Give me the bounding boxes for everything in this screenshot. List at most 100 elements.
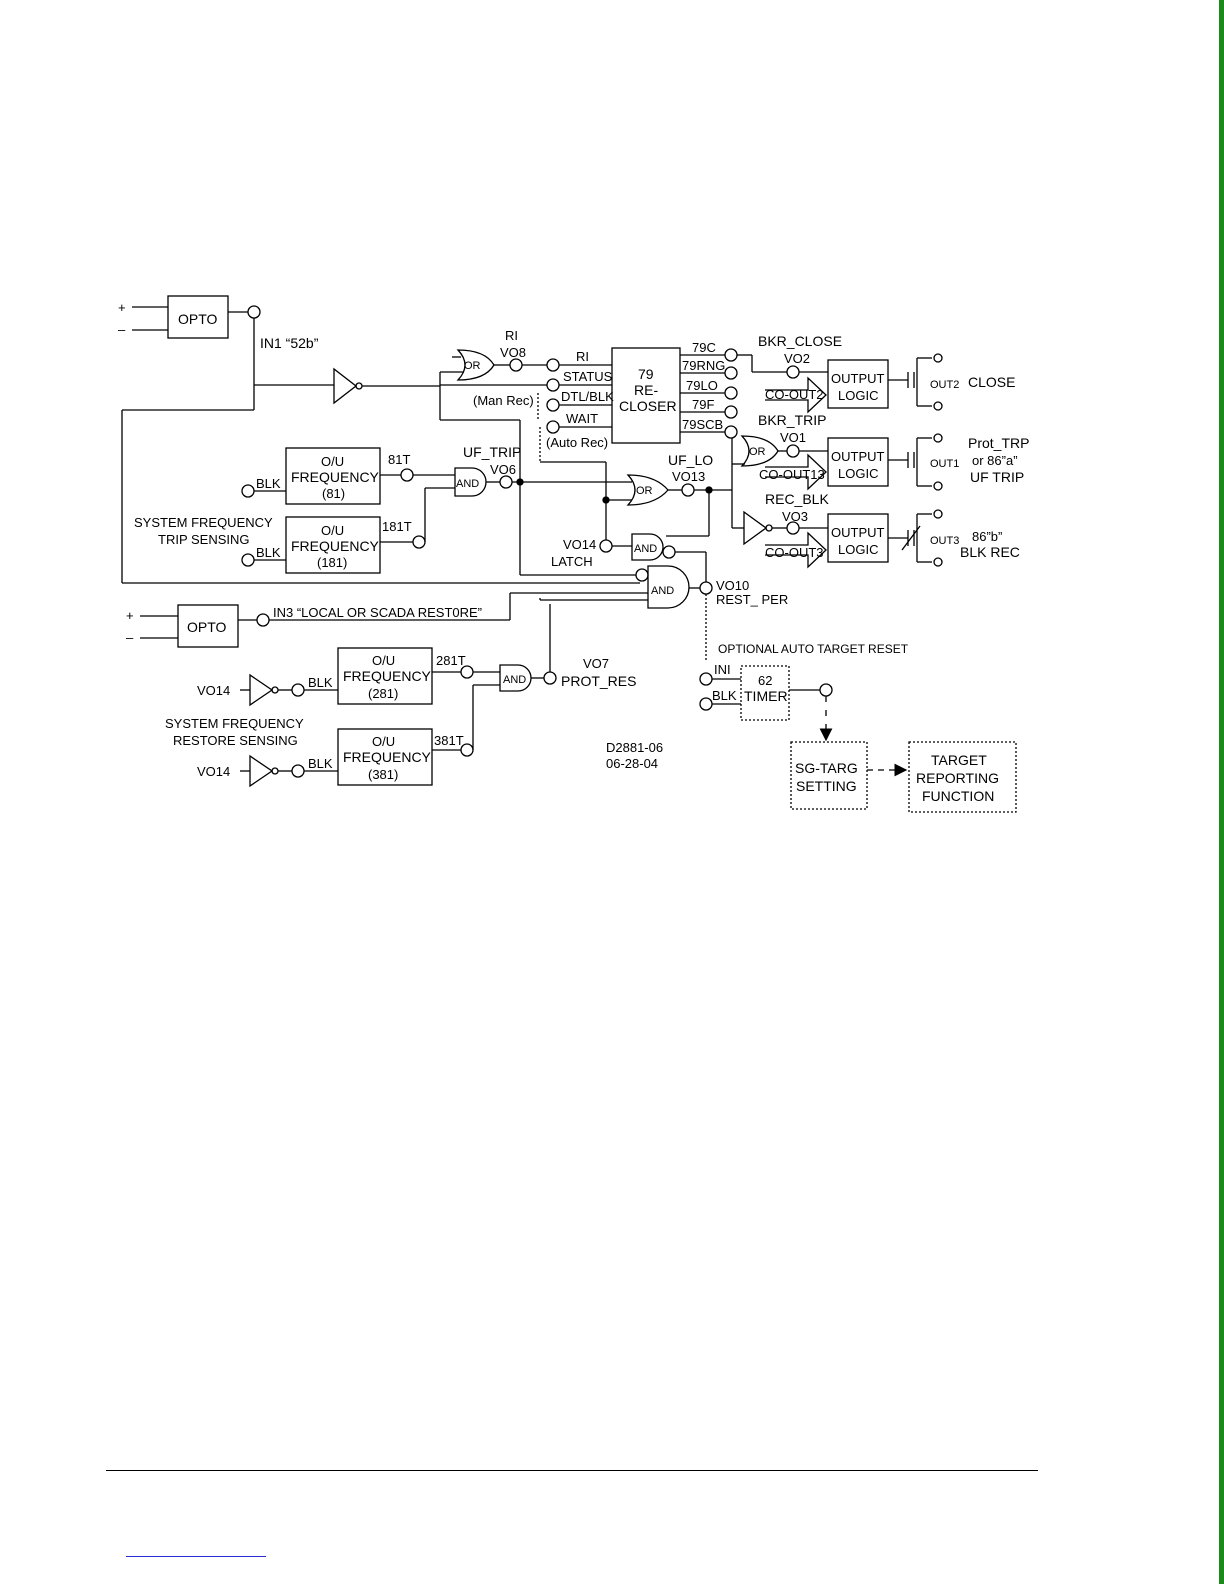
latch-label: LATCH <box>551 554 593 569</box>
recloser-input-dtl: DTL/BLK <box>561 389 614 404</box>
recloser-title-3: CLOSER <box>619 398 677 414</box>
vo7-label: VO7 <box>583 656 609 671</box>
or-gate-bkr-trip-label: OR <box>749 446 766 458</box>
or-gate-uf-lo <box>626 474 669 506</box>
in3-label: IN3 “LOCAL OR SCADA REST0RE” <box>273 605 482 620</box>
sg-targ-setting-block <box>790 741 868 810</box>
blk-381: BLK <box>308 756 333 771</box>
or-gate-label: OR <box>464 360 481 372</box>
co-out2-label: CO-OUT2 <box>765 387 824 402</box>
output-logic-3-line2: LOGIC <box>838 542 878 557</box>
restore-sensing-line1: SYSTEM FREQUENCY <box>165 716 304 731</box>
in1-terminal <box>247 305 261 319</box>
trip-sensing-line1: SYSTEM FREQUENCY <box>134 515 273 530</box>
prot-trip-line1: Prot_TRP <box>968 435 1029 451</box>
t381-label: 381T <box>434 733 464 748</box>
ini-label: INI <box>714 662 731 677</box>
bkr-trip-label: BKR_TRIP <box>758 412 826 428</box>
opto-block-in3 <box>177 604 239 648</box>
prot-trip-line2: or 86”a” <box>972 453 1018 468</box>
vo8-label: VO8 <box>500 345 526 360</box>
auto-rec-label: (Auto Rec) <box>546 435 608 450</box>
recloser-input-ri: RI <box>576 349 589 364</box>
or-gate-bkr-trip <box>740 435 779 467</box>
timer-line1: 62 <box>758 673 772 688</box>
blk-rec-line1: 86”b” <box>972 529 1002 544</box>
and-gate-latch-label: AND <box>634 543 657 555</box>
vo10-label: VO10 <box>716 578 749 593</box>
vo6-label: VO6 <box>490 462 516 477</box>
frequency-181-block <box>285 516 381 574</box>
and-gate-rest-per-label: AND <box>651 585 674 597</box>
freq-81-line2: FREQUENCY <box>291 469 380 485</box>
recloser-input-status: STATUS <box>563 369 613 384</box>
out1-label: OUT1 <box>930 458 959 470</box>
out2-label: OUT2 <box>930 379 959 391</box>
target-reporting-line1: TARGET <box>931 752 987 768</box>
trip-sensing-line2: TRIP SENSING <box>158 532 250 547</box>
drawing-number: D2881-06 <box>606 740 663 755</box>
output-logic-trip <box>827 437 889 487</box>
and-gate-latch <box>631 533 664 561</box>
page-edge-accent <box>1219 0 1224 1584</box>
freq-281-line2: FREQUENCY <box>343 668 432 684</box>
and-gate-uf-trip <box>454 467 487 497</box>
footer-rule <box>106 1470 1038 1471</box>
or-gate-ri <box>456 349 495 381</box>
output-logic-close <box>827 359 889 409</box>
and-gate-prot-res-label: AND <box>503 674 526 686</box>
t181-label: 181T <box>382 519 412 534</box>
opto-minus: – <box>118 322 126 337</box>
vo3-label: VO3 <box>782 509 808 524</box>
recloser-out-79c: 79C <box>692 340 716 355</box>
co-out13-label: CO-OUT13 <box>759 467 825 482</box>
freq-281-line3: (281) <box>368 686 398 701</box>
rest-per-label: REST_ PER <box>716 592 788 607</box>
vo2-label: VO2 <box>784 351 810 366</box>
opto-label-in3: OPTO <box>187 619 227 635</box>
restore-sensing-line2: RESTORE SENSING <box>173 733 298 748</box>
freq-181-line1: O/U <box>321 523 344 538</box>
freq-181-line2: FREQUENCY <box>291 538 380 554</box>
target-reporting-line3: FUNCTION <box>922 788 994 804</box>
out3-label: OUT3 <box>930 535 959 547</box>
blk-timer: BLK <box>712 688 737 703</box>
freq-81-line1: O/U <box>321 454 344 469</box>
freq-181-line3: (181) <box>317 555 347 570</box>
and-gate-prot-res <box>499 664 532 692</box>
output-logic-1-line2: LOGIC <box>838 388 878 403</box>
co-out3-label: CO-OUT3 <box>765 545 824 560</box>
rec-blk-label: REC_BLK <box>765 491 829 507</box>
frequency-381-block <box>337 728 433 786</box>
prot-trip-line3: UF TRIP <box>970 469 1024 485</box>
opto-block-in1 <box>167 295 229 339</box>
frequency-281-block <box>337 647 433 705</box>
and-gate-uf-trip-label: AND <box>456 478 479 490</box>
in1-label: IN1 “52b” <box>260 335 319 351</box>
target-reporting-line2: REPORTING <box>916 770 999 786</box>
blk-281: BLK <box>308 675 333 690</box>
recloser-out-79lo: 79LO <box>686 378 718 393</box>
ri-top-label: RI <box>505 328 518 343</box>
drawing-date: 06-28-04 <box>606 756 658 771</box>
timer-line2: TIMER <box>744 688 788 704</box>
inverter-381 <box>249 754 274 788</box>
inverter-in1 <box>333 367 358 405</box>
recloser-title-1: 79 <box>638 366 654 382</box>
output-logic-2-line1: OUTPUT <box>831 449 885 464</box>
recloser-out-79rng: 79RNG <box>682 358 725 373</box>
output-logic-2-line2: LOGIC <box>838 466 878 481</box>
bkr-close-label: BKR_CLOSE <box>758 333 842 349</box>
frequency-81-block <box>285 447 381 505</box>
uf-lo-label: UF_LO <box>668 452 713 468</box>
output-logic-3-line1: OUTPUT <box>831 525 885 540</box>
target-reporting-block <box>908 741 1017 813</box>
inverter-281 <box>249 673 274 707</box>
recloser-out-79f: 79F <box>692 397 714 412</box>
timer-62-block <box>740 665 790 721</box>
t81-label: 81T <box>388 452 410 467</box>
and-gate-rest-per <box>647 565 690 609</box>
blk-181: BLK <box>256 545 281 560</box>
freq-381-line1: O/U <box>372 734 395 749</box>
